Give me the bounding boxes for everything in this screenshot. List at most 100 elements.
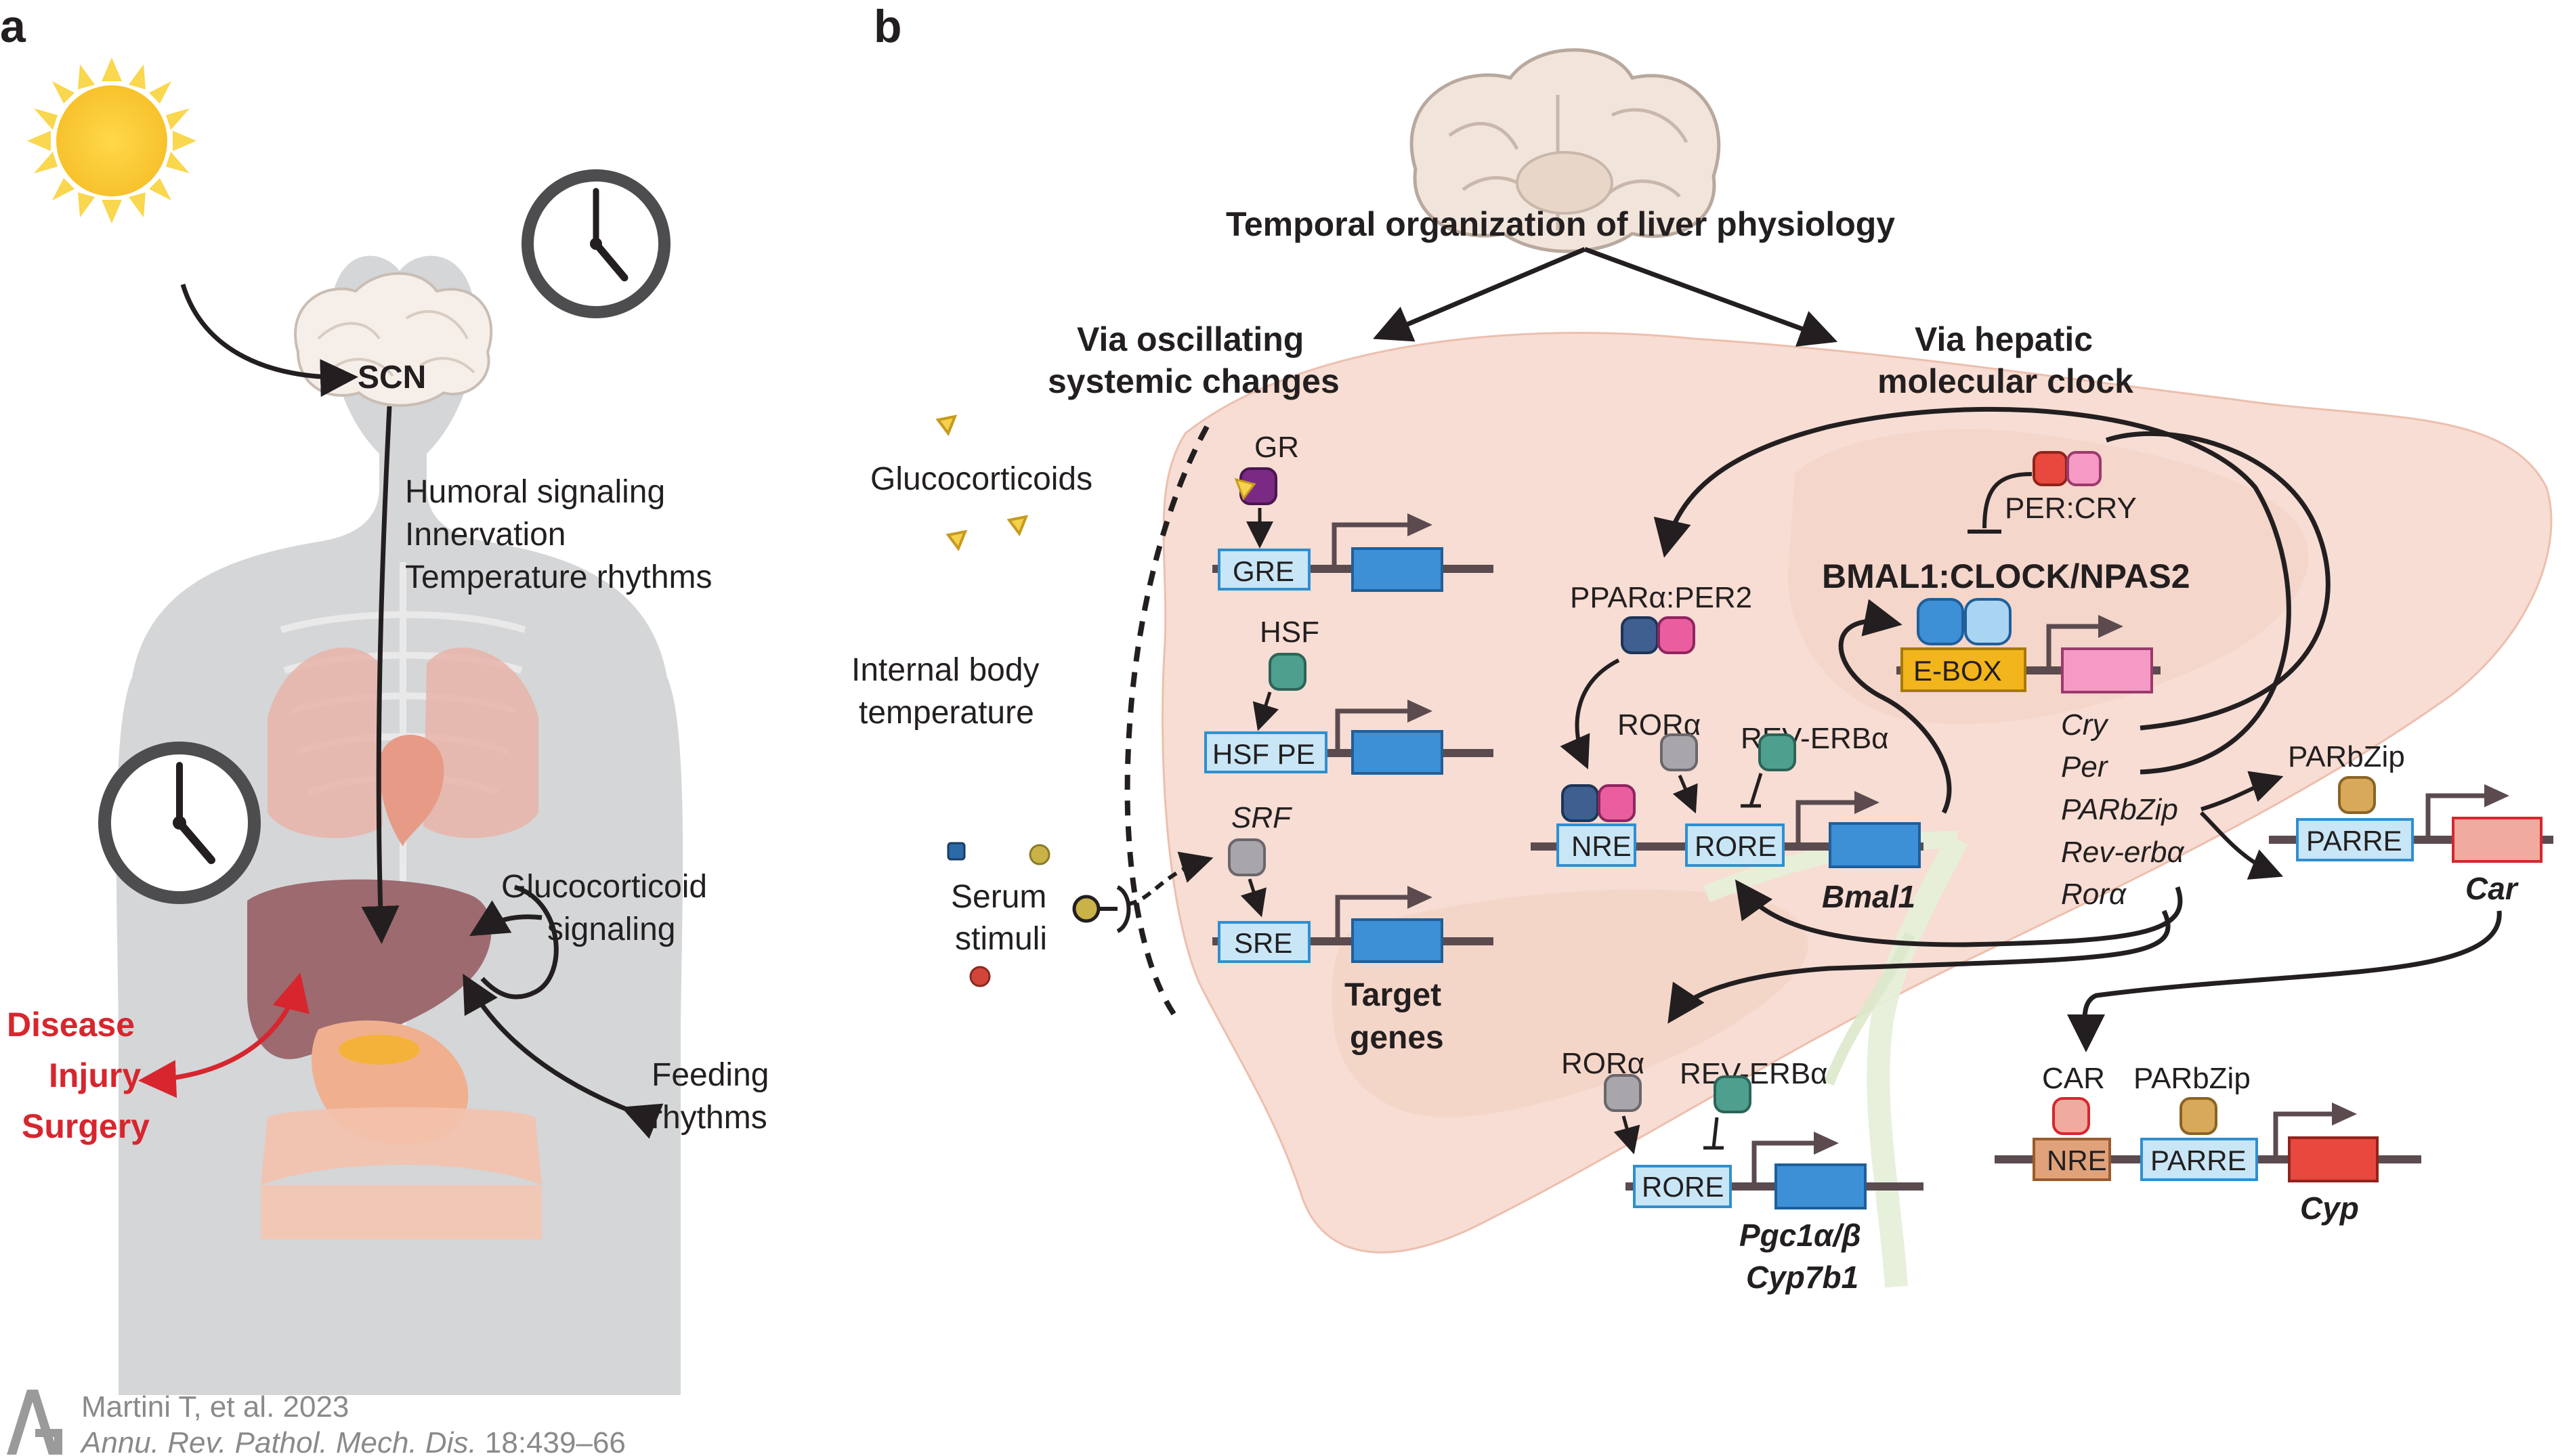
- clock-gene-label: PARbZip: [2061, 793, 2178, 826]
- bmal1-tss-arrow: [1795, 800, 1856, 845]
- pgc-tss-arrow: [1751, 1140, 1815, 1185]
- ppar-per2-label: PPARα:PER2: [1570, 581, 1752, 614]
- bmal1-tss-arrowhead: [1854, 791, 1879, 814]
- clock-gene-label: Rev-erbα: [2061, 836, 2185, 869]
- ppar-to-nre-arrow: [1560, 658, 1620, 769]
- gr-ligand: [1234, 477, 1256, 501]
- nre-element: [1556, 823, 1636, 867]
- disease-arrow: [138, 972, 310, 1098]
- sre-tss-arrowhead: [1407, 886, 1432, 909]
- nre-label-orange: NRE: [2047, 1144, 2107, 1176]
- bmal1-gene-label: Bmal1: [1822, 879, 1915, 914]
- gre-element: [1218, 549, 1311, 591]
- hsf-tss-arrow: [1335, 708, 1409, 752]
- reverb-protein: [1758, 733, 1796, 771]
- nre-protein-dark: [1561, 784, 1599, 822]
- per2-protein: [1657, 616, 1695, 654]
- disruptor-label: Injury: [49, 1056, 141, 1094]
- parbzip-label-top: PARbZip: [2288, 740, 2405, 773]
- hsf-pe-label: HSF PE: [1212, 738, 1315, 770]
- car-to-cyp-arrow: [2066, 910, 2502, 1052]
- target-genes-label: genes: [1350, 1020, 1444, 1056]
- publisher-logo: [1, 1388, 64, 1456]
- car-tss-arrow: [2425, 793, 2486, 838]
- hsf-protein: [1269, 653, 1306, 691]
- reverb-lower-inhibit-line: [1711, 1117, 1719, 1149]
- clock-gene-label: Rorα: [2061, 878, 2127, 911]
- srf-arrow: [1240, 878, 1267, 918]
- sun-icon: [27, 58, 196, 223]
- reverb-protein-lower: [1714, 1075, 1751, 1113]
- right-branch-label: molecular clock: [1877, 362, 2133, 400]
- feeding-rhythms-label: Feeding: [652, 1057, 769, 1093]
- serum-molecules: [947, 842, 1101, 987]
- serum-stimuli-label: Serum: [951, 879, 1046, 915]
- clock-to-pgc-arrow: [1667, 909, 2171, 1024]
- right-branch-label: Via hepatic: [1915, 320, 2093, 358]
- feeding-rhythms-label: rhythms: [652, 1100, 767, 1136]
- nre-label: NRE: [1571, 830, 1632, 862]
- serum-receptor-bracket: [1099, 885, 1131, 933]
- sre-gene: [1351, 918, 1443, 963]
- bmal1-gene: [1829, 822, 1921, 868]
- parre-element-top: [2296, 818, 2414, 861]
- hsf-label: HSF: [1260, 616, 1319, 649]
- pgc-gene-label: Pgc1α/β: [1739, 1218, 1861, 1253]
- parbzip-protein-top: [2338, 776, 2376, 814]
- glucocorticoid-return-arrow: [469, 900, 543, 937]
- gre-tss-arrowhead: [1407, 513, 1432, 536]
- srf-label: SRF: [1231, 801, 1292, 834]
- rore-element: [1685, 823, 1785, 867]
- parre-label-top: PARRE: [2306, 825, 2402, 857]
- hsf-arrow: [1252, 691, 1279, 731]
- target-genes-label: Target: [1344, 977, 1441, 1013]
- internal-temperature-label: Internal body: [851, 652, 1040, 688]
- car-gene: [2452, 817, 2543, 863]
- sun-to-scn-arrow: [180, 283, 358, 398]
- cyp-tss-arrow: [2273, 1111, 2333, 1158]
- parbzip-to-car-arrow: [2199, 811, 2284, 880]
- panel-a-letter: a: [0, 1, 26, 52]
- disruptor-label: Disease: [7, 1006, 135, 1044]
- glucocorticoids-label: Glucocorticoids: [870, 461, 1092, 497]
- srf-protein: [1228, 838, 1266, 876]
- per-cry-label: PER:CRY: [2005, 492, 2137, 525]
- hsf-gene: [1351, 730, 1443, 775]
- sre-label: SRE: [1234, 927, 1292, 959]
- pgc-gene: [1774, 1163, 1867, 1209]
- cyp-gene-label: Cyp: [2300, 1191, 2359, 1226]
- citation-pages: 18:439–66: [485, 1426, 626, 1456]
- ppar-protein: [1621, 616, 1659, 654]
- internal-temperature-label: temperature: [859, 695, 1034, 731]
- hsf-tss-arrowhead: [1407, 700, 1432, 723]
- gre-gene: [1351, 547, 1443, 592]
- car-tss-arrowhead: [2484, 784, 2509, 807]
- car-label: CAR: [2042, 1062, 2105, 1095]
- brain-icon-b: [1409, 48, 1721, 253]
- clock-gene-label: Per: [2061, 750, 2109, 784]
- parre-element-bottom: [2140, 1138, 2258, 1181]
- ebox-gene: [2061, 647, 2153, 693]
- parbzip-label-bottom: PARbZip: [2133, 1062, 2251, 1095]
- cry-feedback-loop: [2105, 431, 2331, 731]
- disruptor-label: Surgery: [22, 1107, 150, 1145]
- ror-protein-lower: [1604, 1074, 1642, 1112]
- clock-icon-left: [98, 742, 261, 904]
- rore-label: RORE: [1695, 830, 1777, 862]
- bmal1-to-ebox-arrow: [1838, 599, 1952, 814]
- reverb-inhibit-line: [1749, 773, 1763, 807]
- nre-protein-pink: [1598, 784, 1636, 822]
- citation-authors: Martini T, et al. 2023: [81, 1390, 349, 1423]
- reverb-label-lower: REV-ERBα: [1680, 1057, 1828, 1090]
- gre-label: GRE: [1233, 555, 1294, 587]
- citation-journal: Annu. Rev. Pathol. Mech. Dis. 18:439–66: [79, 1426, 626, 1456]
- bmal-complex-label: BMAL1:CLOCK/NPAS2: [1822, 557, 2190, 595]
- per-protein: [2033, 451, 2068, 486]
- glucocorticoid-molecules: [935, 414, 1029, 552]
- serum-to-srf-arrow: [1127, 851, 1214, 906]
- ror-to-rore-arrow: [1672, 775, 1698, 814]
- hsf-pe-element: [1204, 731, 1327, 773]
- ebox-tss-arrowhead: [2098, 615, 2123, 638]
- gre-tss-arrow: [1332, 522, 1409, 568]
